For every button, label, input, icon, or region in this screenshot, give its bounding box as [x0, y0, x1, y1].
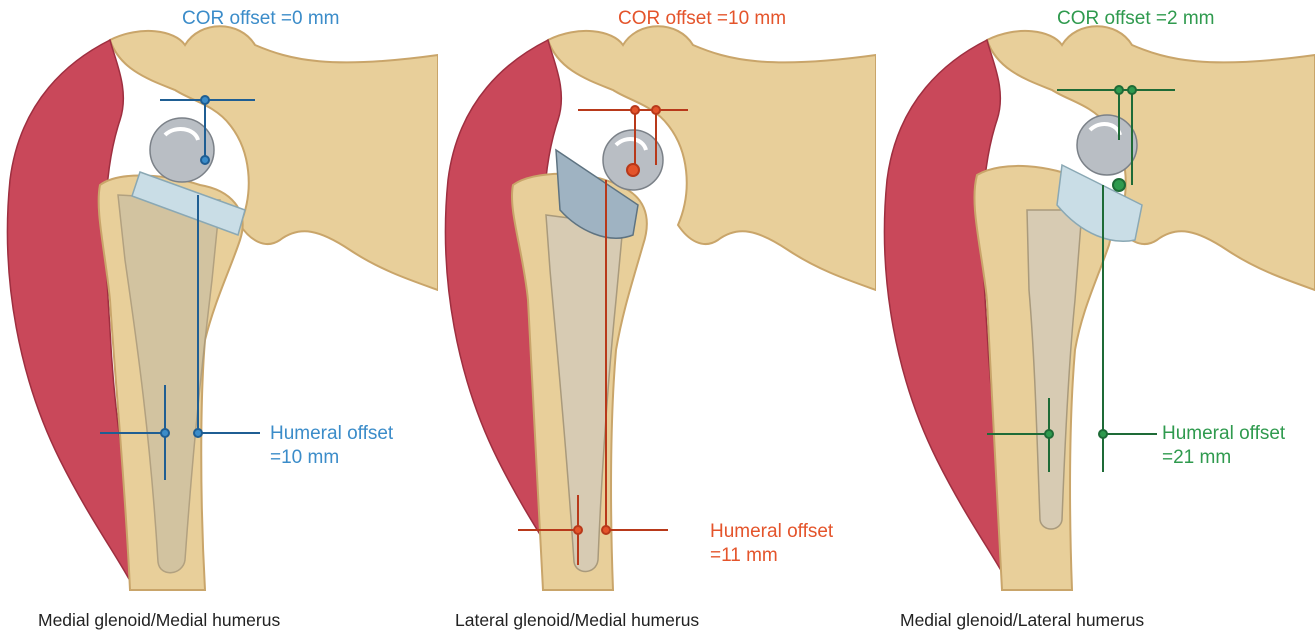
cor-offset-label: COR offset =10 mm	[618, 8, 786, 30]
shoulder-illustration-3	[877, 0, 1315, 637]
humeral-offset-value: =10 mm	[270, 446, 393, 470]
humeral-offset-value: =11 mm	[710, 544, 833, 568]
humeral-offset-title: Humeral offset	[710, 520, 833, 544]
humeral-offset-label: Humeral offset =10 mm	[270, 422, 393, 470]
panel-caption: Lateral glenoid/Medial humerus	[455, 610, 699, 631]
shoulder-illustration-1	[0, 0, 438, 637]
humeral-offset-title: Humeral offset	[270, 422, 393, 446]
humeral-offset-label: Humeral offset =11 mm	[710, 520, 833, 568]
panel-lateral-medial: COR offset =10 mm Humeral offset =11 mm …	[438, 0, 876, 637]
panel-caption: Medial glenoid/Medial humerus	[38, 610, 280, 631]
cor-offset-label: COR offset =2 mm	[1057, 8, 1215, 30]
panel-medial-lateral: COR offset =2 mm Humeral offset =21 mm M…	[877, 0, 1315, 637]
cor-offset-label: COR offset =0 mm	[182, 8, 340, 30]
panel-medial-medial: COR offset =0 mm Humeral offset =10 mm M…	[0, 0, 438, 637]
humeral-offset-value: =21 mm	[1162, 446, 1285, 470]
humeral-offset-title: Humeral offset	[1162, 422, 1285, 446]
humeral-offset-label: Humeral offset =21 mm	[1162, 422, 1285, 470]
panel-caption: Medial glenoid/Lateral humerus	[900, 610, 1144, 631]
